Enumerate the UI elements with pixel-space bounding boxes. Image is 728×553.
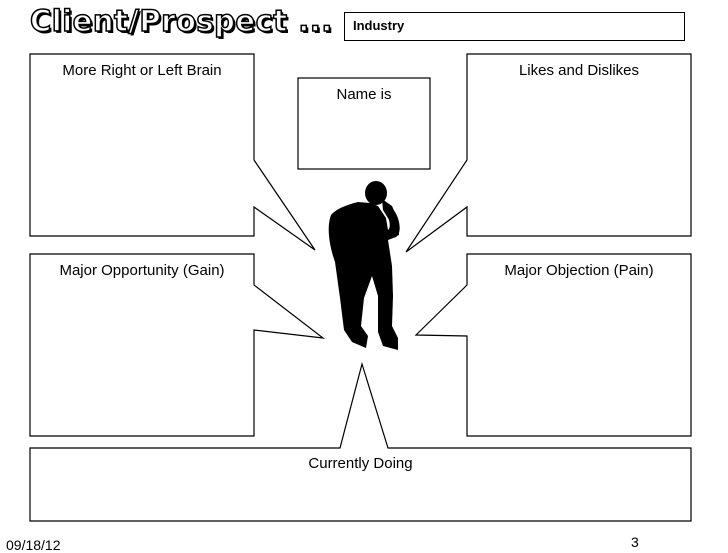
industry-label: Industry	[353, 18, 405, 33]
callout-label-name: Name is	[336, 86, 392, 103]
callout-major-opportunity[interactable]	[29, 253, 326, 437]
industry-field[interactable]: Industry	[344, 12, 685, 41]
callout-label-currently-doing: Currently Doing	[308, 455, 413, 472]
callout-label-opportunity: Major Opportunity (Gain)	[59, 262, 225, 279]
page-title: Client/Prospect ...	[29, 3, 333, 39]
callout-label-objection: Major Objection (Pain)	[504, 262, 654, 279]
callout-currently-doing[interactable]	[29, 361, 692, 522]
callout-likes-dislikes[interactable]	[405, 53, 692, 253]
thinking-person-silhouette-icon	[328, 181, 400, 350]
name-box[interactable]	[297, 77, 431, 170]
footer-date: 09/18/12	[6, 537, 61, 553]
callout-label-brain: More Right or Left Brain	[62, 62, 222, 79]
callout-label-likes: Likes and Dislikes	[518, 62, 640, 79]
callout-more-right-left-brain[interactable]	[29, 53, 316, 251]
page-number: 3	[631, 534, 639, 550]
callout-major-objection[interactable]	[414, 253, 692, 437]
